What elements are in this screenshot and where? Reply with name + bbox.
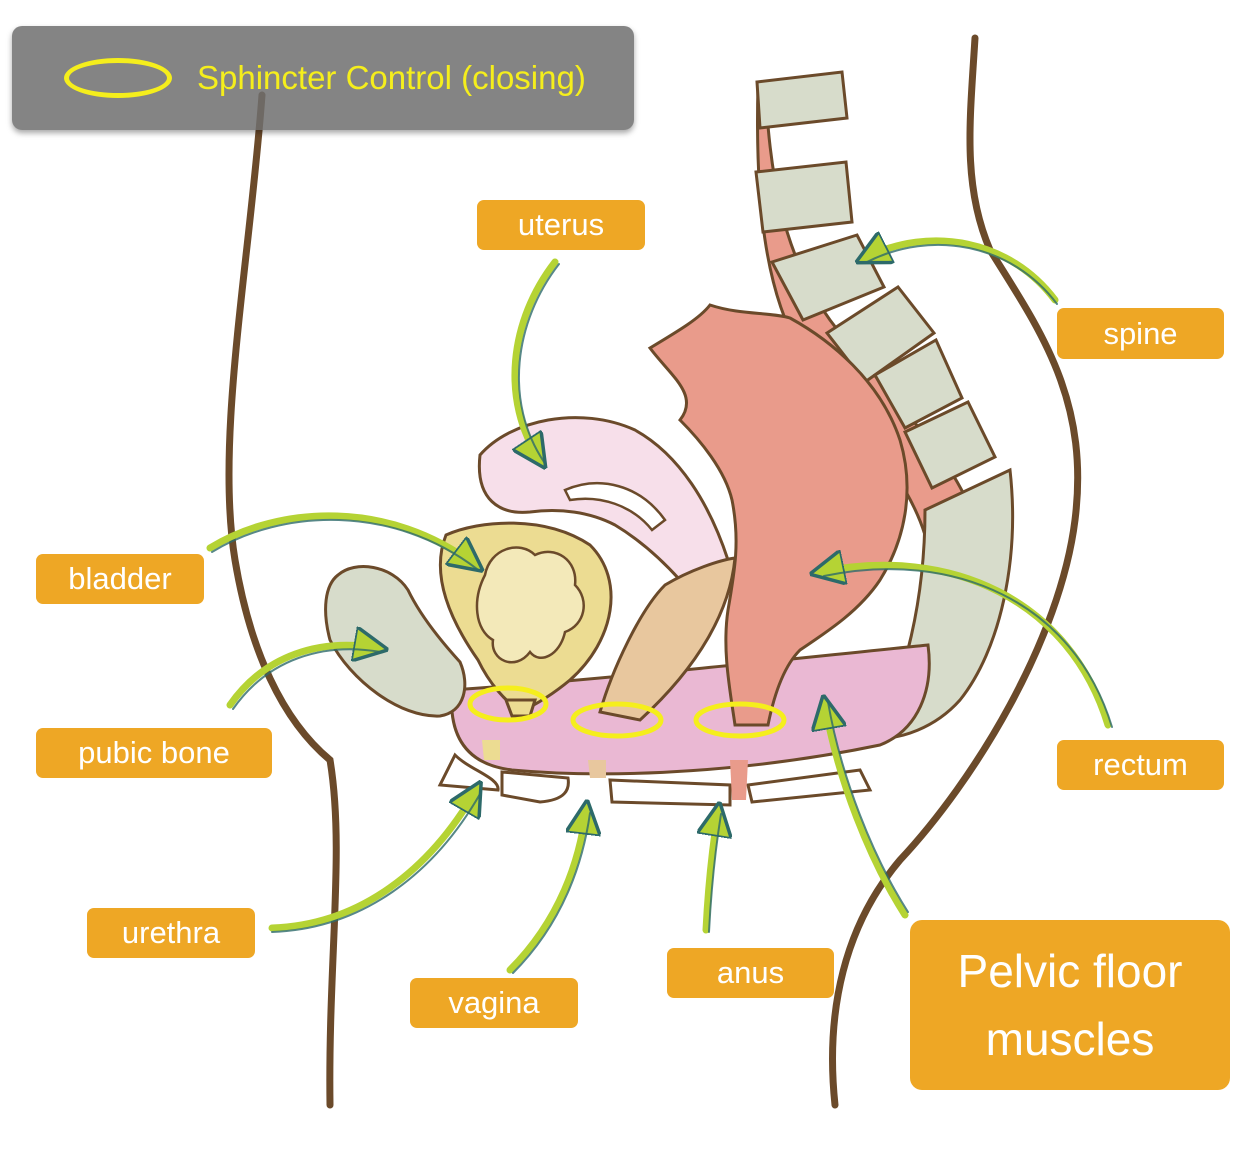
label-rectum: rectum — [1057, 740, 1224, 790]
body-front-outline — [225, 91, 340, 1109]
label-anus: anus — [667, 948, 834, 998]
vertebra — [872, 337, 964, 431]
label-spine: spine — [1057, 308, 1224, 359]
label-pelvic-floor-line1: Pelvic floor — [957, 945, 1183, 997]
arrow-vagina — [506, 810, 586, 974]
label-bladder: bladder — [36, 554, 204, 604]
arrow-pubic-bone — [226, 645, 378, 709]
anus-exit — [730, 760, 748, 800]
arrow-bladder-edge — [211, 518, 478, 570]
vertebra — [754, 160, 854, 234]
arrow-pelvic-floor-edge — [827, 701, 909, 913]
vertebra — [902, 400, 998, 491]
sphincter-ring-urethra — [467, 685, 549, 723]
rectum — [647, 303, 909, 727]
opening-gap — [500, 770, 570, 804]
vagina-canal — [598, 556, 737, 722]
sphincter-ring-anus — [693, 701, 787, 739]
spine — [754, 70, 1015, 740]
vertebra — [755, 70, 849, 130]
bladder-lumen — [475, 546, 585, 664]
label-vagina: vagina — [410, 978, 578, 1028]
label-pubic-bone: pubic bone — [36, 728, 272, 778]
sphincter-ring-vagina — [570, 701, 664, 739]
arrow-anus-edge — [708, 813, 722, 933]
opening-gap — [608, 778, 732, 807]
arrow-rectum-edge — [823, 568, 1113, 728]
arrow-urethra — [268, 790, 476, 932]
vagina-exit — [588, 760, 606, 778]
body-outline — [225, 34, 1082, 1109]
legend-box: Sphincter Control (closing) — [12, 26, 634, 130]
pelvic-floor-band — [450, 643, 931, 776]
label-pelvic-floor-muscles: Pelvic floor muscles — [910, 920, 1230, 1090]
label-pelvic-floor-line2: muscles — [985, 1013, 1155, 1065]
body-back-outline — [829, 34, 1082, 1109]
sphincter-rings — [467, 685, 787, 739]
uterus-cavity — [563, 482, 667, 532]
pubic-bone — [324, 565, 467, 718]
label-arrow-edges — [211, 243, 1113, 974]
label-uterus: uterus — [477, 200, 645, 250]
urethra-tube — [503, 698, 538, 718]
arrow-vagina-edge — [512, 812, 591, 974]
legend-text: Sphincter Control (closing) — [197, 59, 586, 96]
urethra-exit — [482, 740, 500, 760]
arrow-bladder — [206, 512, 475, 565]
arrow-spine-edge — [866, 243, 1058, 305]
arrow-anus — [706, 812, 718, 934]
arrow-urethra-edge — [271, 793, 481, 933]
arrow-pubic-bone-edge — [232, 648, 382, 710]
arrow-uterus-edge — [517, 263, 560, 463]
arrow-spine — [865, 241, 1059, 304]
arrow-pelvic-floor — [825, 705, 909, 919]
arrow-uterus — [511, 258, 559, 460]
legend-ring-icon — [64, 58, 172, 98]
label-urethra: urethra — [87, 908, 255, 958]
